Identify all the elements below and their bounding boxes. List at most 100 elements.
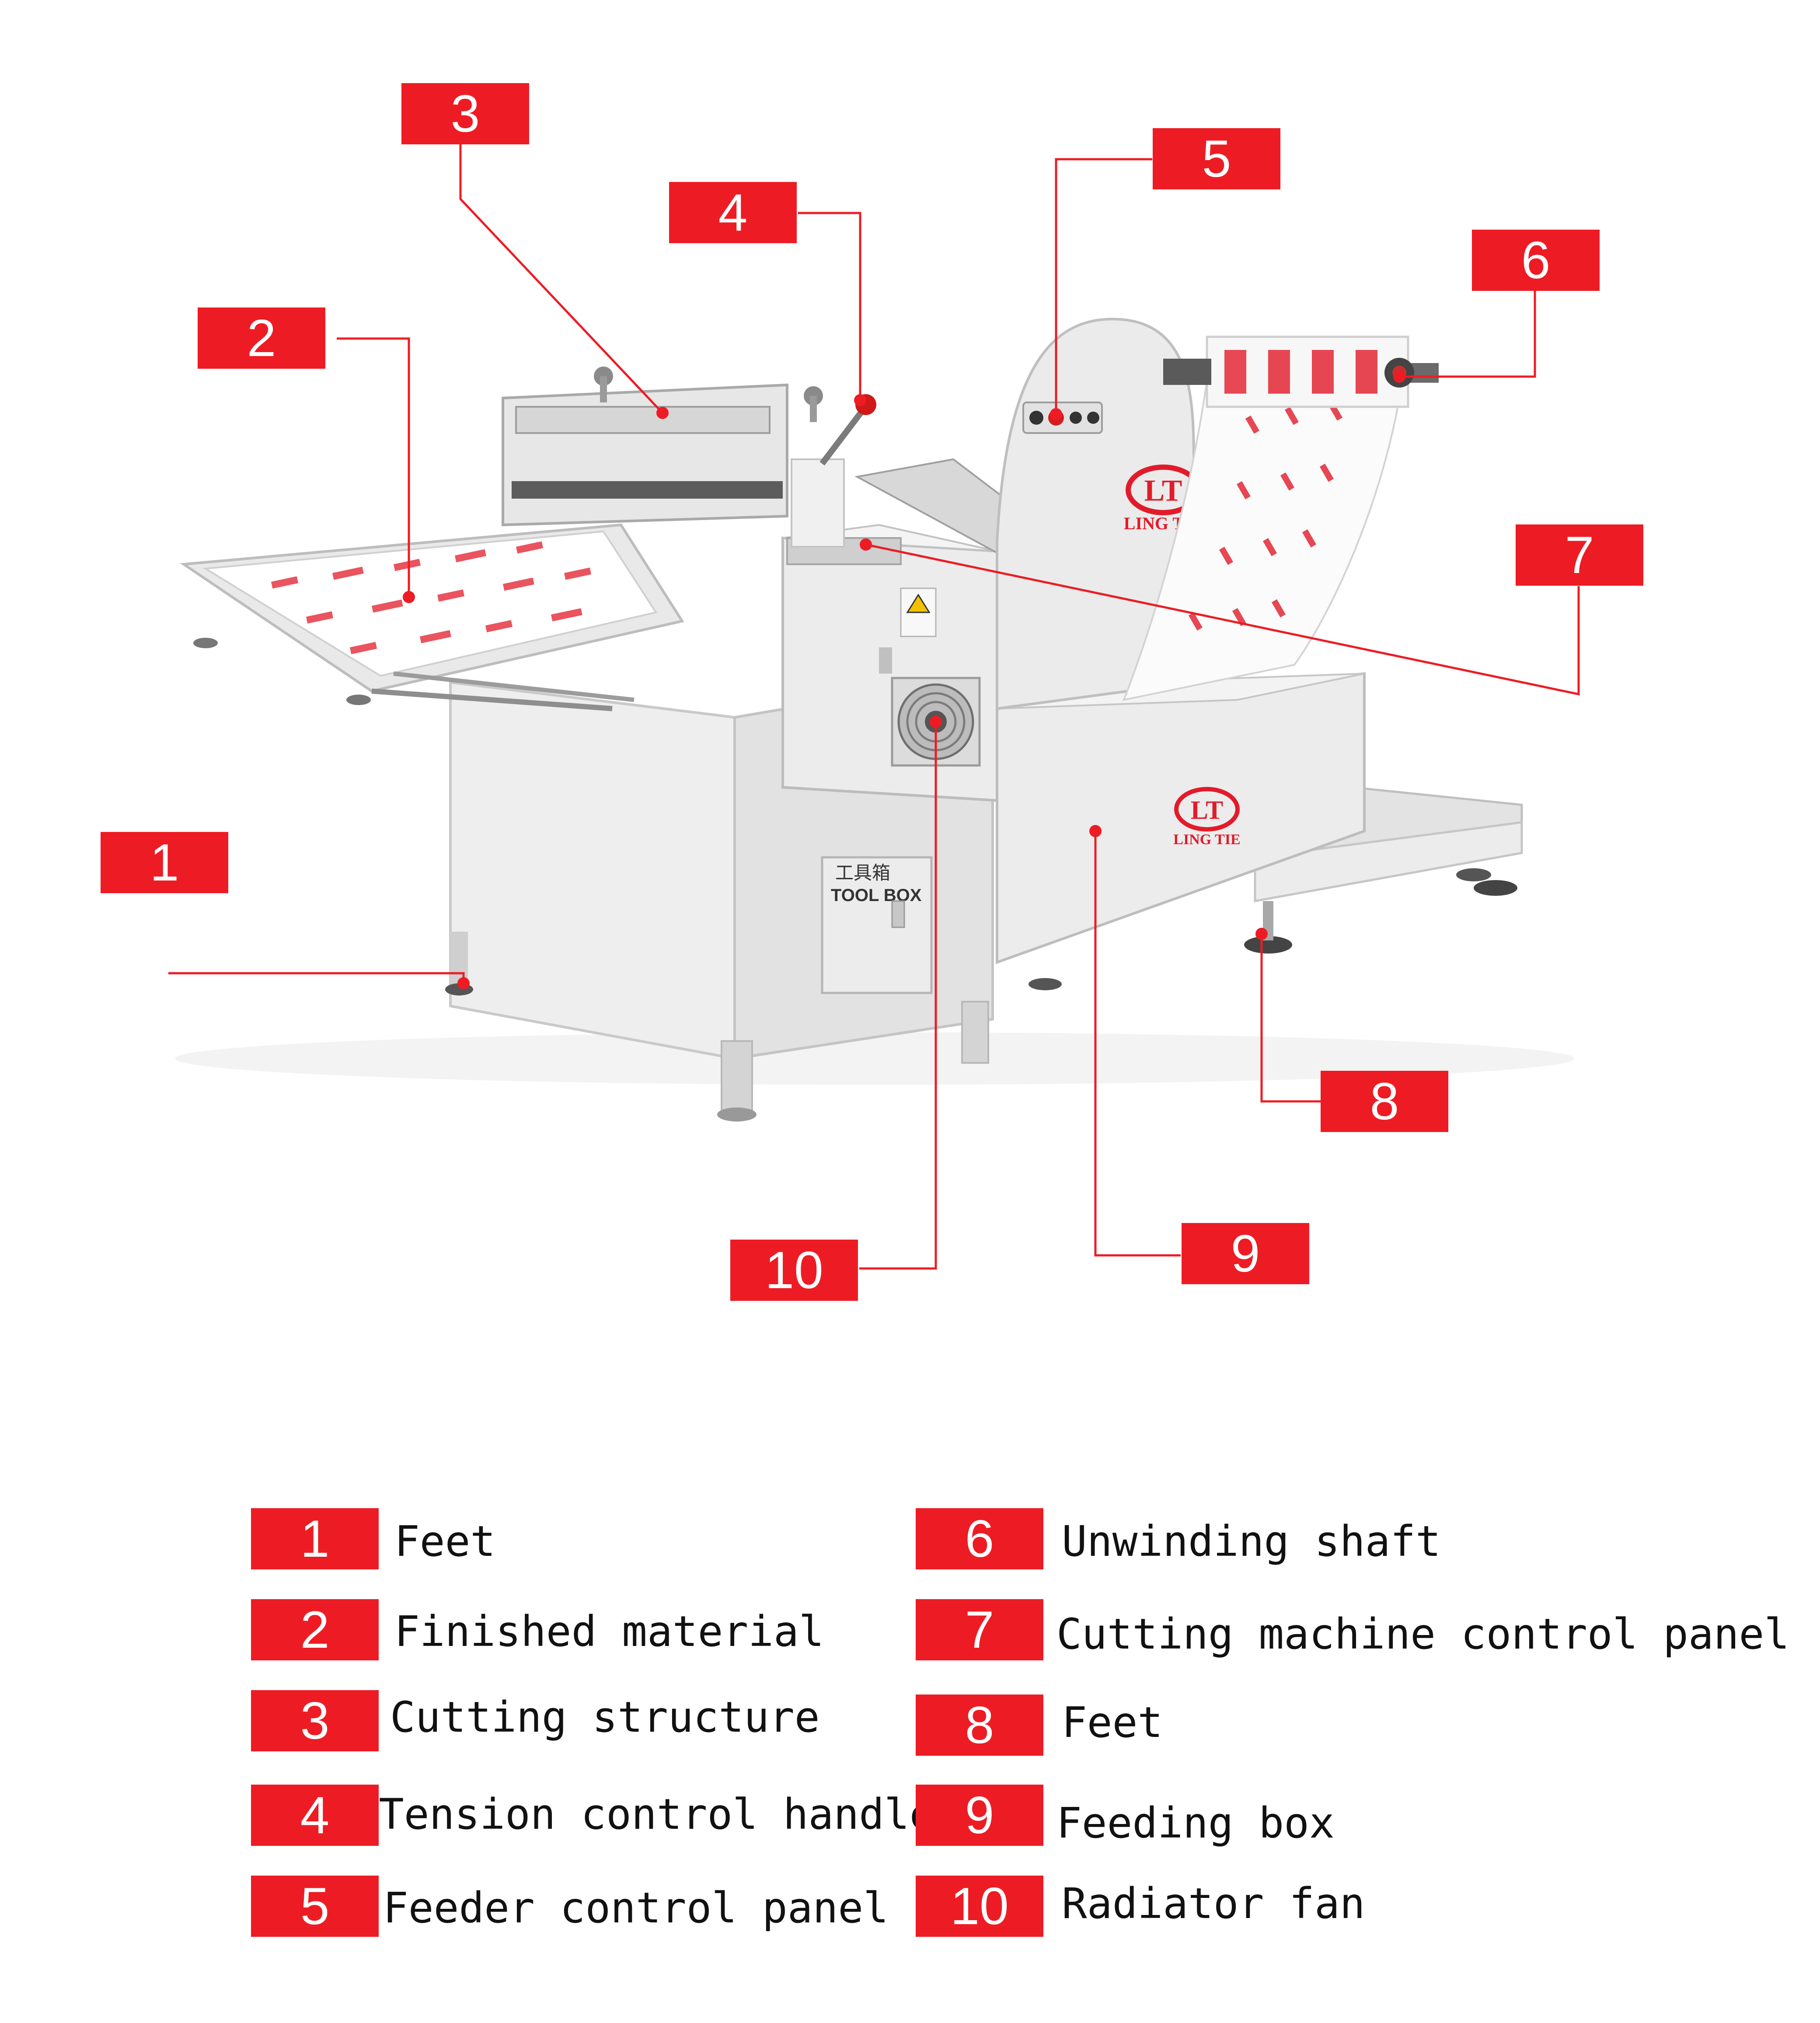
legend-badge	[251, 1599, 379, 1660]
foot	[1244, 936, 1292, 954]
legend-label: Feeding box	[1056, 1799, 1335, 1848]
feeder-control-panel	[1022, 402, 1103, 434]
legend-label: Tension control handle	[379, 1790, 935, 1839]
leader-line-1	[168, 972, 465, 983]
tray-support-rod	[393, 671, 635, 702]
legend-label: Finished material	[394, 1607, 824, 1656]
legend-item-6: 6 Unwinding shaft	[916, 1508, 1441, 1569]
legend-badge	[251, 1508, 379, 1569]
legend-badge	[916, 1599, 1043, 1660]
legend-number: 2	[300, 1600, 330, 1659]
legend-number: 1	[300, 1509, 330, 1568]
callout-badge-1: 1	[101, 832, 228, 893]
toolbox-lock	[891, 900, 905, 928]
warning-icon	[906, 594, 931, 613]
power-switch	[879, 647, 892, 674]
callout-badge-4: 4	[669, 182, 797, 243]
legend-number: 5	[300, 1877, 330, 1936]
finished-material-sheet	[202, 530, 658, 677]
legend-badge	[916, 1695, 1043, 1756]
leader-line-4	[798, 212, 861, 400]
foot	[1456, 868, 1491, 881]
legend-number: 10	[950, 1877, 1008, 1936]
callout-badge-5: 5	[1153, 128, 1280, 189]
legend-badge	[251, 1690, 379, 1751]
legend-item-4: 4 Tension control handle	[251, 1785, 935, 1846]
callout-badge-9: 9	[1182, 1223, 1309, 1284]
leader-line-3	[459, 144, 663, 414]
feed-roller	[512, 481, 783, 499]
callout-number: 9	[1231, 1224, 1260, 1283]
callout-number: 1	[150, 833, 179, 892]
panel-button	[1087, 412, 1099, 424]
brand-logo-box: LT LING TIE	[1173, 787, 1241, 848]
legend-item-5: 5 Feeder control panel	[251, 1876, 889, 1937]
legend: 1 Feet 2 Finished material 3 Cutting str…	[251, 1508, 1789, 1937]
legend-item-10: 10 Radiator fan	[916, 1876, 1365, 1937]
brand-name: LING TIE	[1173, 832, 1240, 848]
leader-line-7	[865, 543, 1580, 696]
brand-mark: LT	[1191, 796, 1224, 825]
foot	[1474, 880, 1517, 896]
callout-number: 7	[1565, 526, 1594, 584]
legend-item-9: 9 Feeding box	[916, 1785, 1335, 1848]
callout-badge-3: 3	[401, 83, 529, 144]
legend-label: Feeder control panel	[383, 1883, 889, 1932]
unwinding-shaft	[1163, 359, 1211, 385]
legend-number: 3	[300, 1691, 330, 1750]
leader-line-5	[1055, 158, 1152, 414]
panel-button	[1029, 411, 1043, 425]
legend-item-1: 1 Feet	[251, 1508, 495, 1569]
legend-item-7: 7 Cutting machine control panel	[916, 1599, 1789, 1660]
legend-badge	[916, 1508, 1043, 1569]
legend-badge	[251, 1785, 379, 1846]
callout-number: 2	[247, 309, 276, 367]
callout-number: 10	[765, 1241, 823, 1300]
callout-badge-2: 2	[198, 307, 325, 369]
floor-shadow	[175, 1032, 1574, 1085]
legend-number: 4	[300, 1786, 330, 1845]
legend-badge	[251, 1876, 379, 1937]
feeder-foot-bar	[1254, 821, 1523, 902]
adjuster-stem	[810, 396, 817, 422]
legend-label: Radiator fan	[1062, 1879, 1365, 1928]
legend-number: 8	[965, 1696, 994, 1754]
legend-label: Cutting structure	[390, 1693, 820, 1742]
callout-badge-7: 7	[1516, 524, 1643, 586]
toolbox-cn-label: 工具箱	[835, 863, 890, 883]
roll-print-pattern	[1224, 350, 1377, 394]
print-pattern	[271, 541, 592, 654]
callout-badge-8: 8	[1321, 1071, 1448, 1132]
leader-line-8	[1260, 934, 1321, 1103]
callout-number: 6	[1521, 231, 1551, 290]
foot	[346, 695, 371, 705]
feeder-unit: LT LING TIE LT LING TIE	[996, 318, 1523, 990]
cutting-blade-bar	[515, 406, 771, 434]
toolbox-door	[821, 856, 933, 994]
legend-item-3: 3 Cutting structure	[251, 1690, 820, 1751]
leader-line-10	[859, 722, 937, 1270]
leader-line-2	[337, 337, 410, 597]
tray-support-rod	[371, 688, 613, 711]
leg	[721, 1040, 753, 1116]
callout-number: 4	[718, 183, 748, 242]
callout-badge-10: 10	[730, 1240, 858, 1301]
leader-line-9	[1094, 831, 1181, 1257]
legend-label: Unwinding shaft	[1062, 1517, 1441, 1566]
panel-button	[1070, 412, 1082, 424]
foot	[1029, 978, 1062, 990]
legend-number: 9	[965, 1786, 994, 1845]
legend-badge	[916, 1876, 1043, 1937]
cutting-machine: 工具箱 TOOL BOX	[180, 367, 1081, 1122]
machine-illustration: 工具箱 TOOL BOX	[175, 318, 1574, 1122]
brand-mark: LT	[1144, 474, 1182, 508]
legend-label: Feet	[394, 1517, 495, 1566]
legend-badge	[916, 1785, 1043, 1846]
foot	[193, 638, 218, 648]
cutting-base-front	[449, 681, 736, 1060]
legend-label: Feet	[1062, 1698, 1163, 1747]
tension-handle-arm	[819, 407, 866, 466]
legend-number: 6	[965, 1509, 994, 1568]
